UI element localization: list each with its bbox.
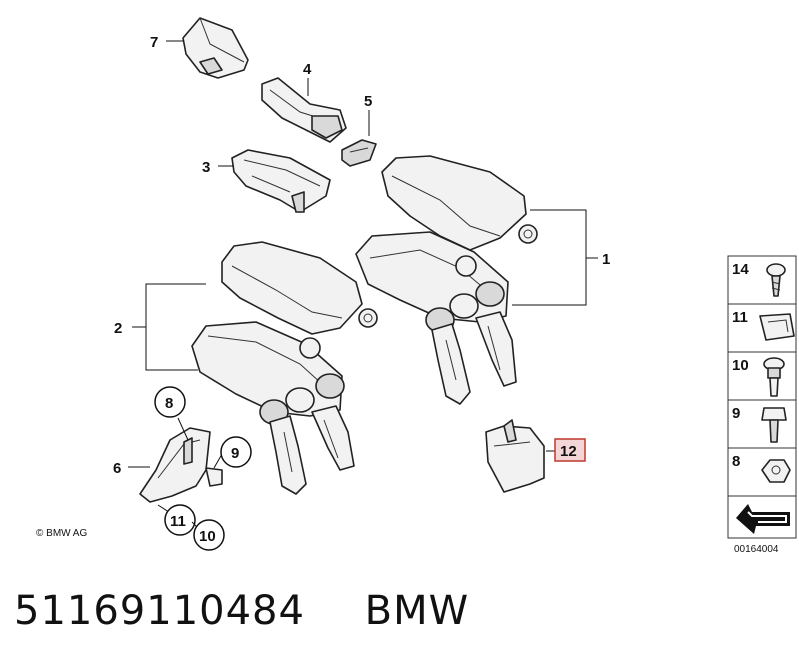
legend-item-10: 10 — [732, 357, 749, 374]
callout-9: 9 — [231, 445, 239, 462]
image-code: 00164004 — [734, 544, 779, 555]
part-3-tray — [231, 149, 331, 213]
legend-item-11: 11 — [732, 309, 748, 326]
part-2-console-assembly — [191, 241, 378, 495]
screw-14-icon — [766, 263, 786, 297]
legend-item-9: 9 — [732, 405, 740, 422]
callout-12: 12 — [560, 443, 577, 460]
copyright-label: © BMW AG — [36, 528, 87, 539]
callout-5: 5 — [364, 93, 372, 110]
brand-label: BMW — [364, 588, 470, 634]
callout-4: 4 — [303, 61, 312, 78]
part-4-hinge — [261, 77, 347, 143]
clip-nut-11-icon — [759, 313, 795, 341]
legend-item-8: 8 — [732, 453, 740, 470]
callout-3: 3 — [202, 159, 210, 176]
part-7-cover — [182, 17, 249, 79]
callout-7: 7 — [150, 34, 158, 51]
legend-item-14: 14 — [732, 261, 749, 278]
part-1-console-assembly — [355, 155, 538, 405]
footer-line: 51169110484 BMW — [14, 588, 469, 634]
callout-10: 10 — [199, 528, 216, 545]
callout-11: 11 — [170, 513, 186, 530]
callout-6: 6 — [113, 460, 121, 477]
part-12-cover — [485, 419, 545, 493]
part-6-bracket — [139, 427, 223, 503]
part-number: 51169110484 — [14, 588, 305, 634]
callout-2: 2 — [114, 320, 122, 337]
fastener-legend: 14 11 10 9 8 — [727, 255, 797, 555]
callout-1: 1 — [602, 251, 610, 268]
bolt-10-icon — [763, 357, 785, 397]
part-5-clip — [341, 139, 377, 167]
screw-9-icon — [761, 407, 787, 443]
arrow-icon — [736, 504, 790, 534]
callout-8: 8 — [165, 395, 173, 412]
nut-8-icon — [761, 459, 791, 483]
callout-12-highlight-box — [554, 438, 586, 462]
